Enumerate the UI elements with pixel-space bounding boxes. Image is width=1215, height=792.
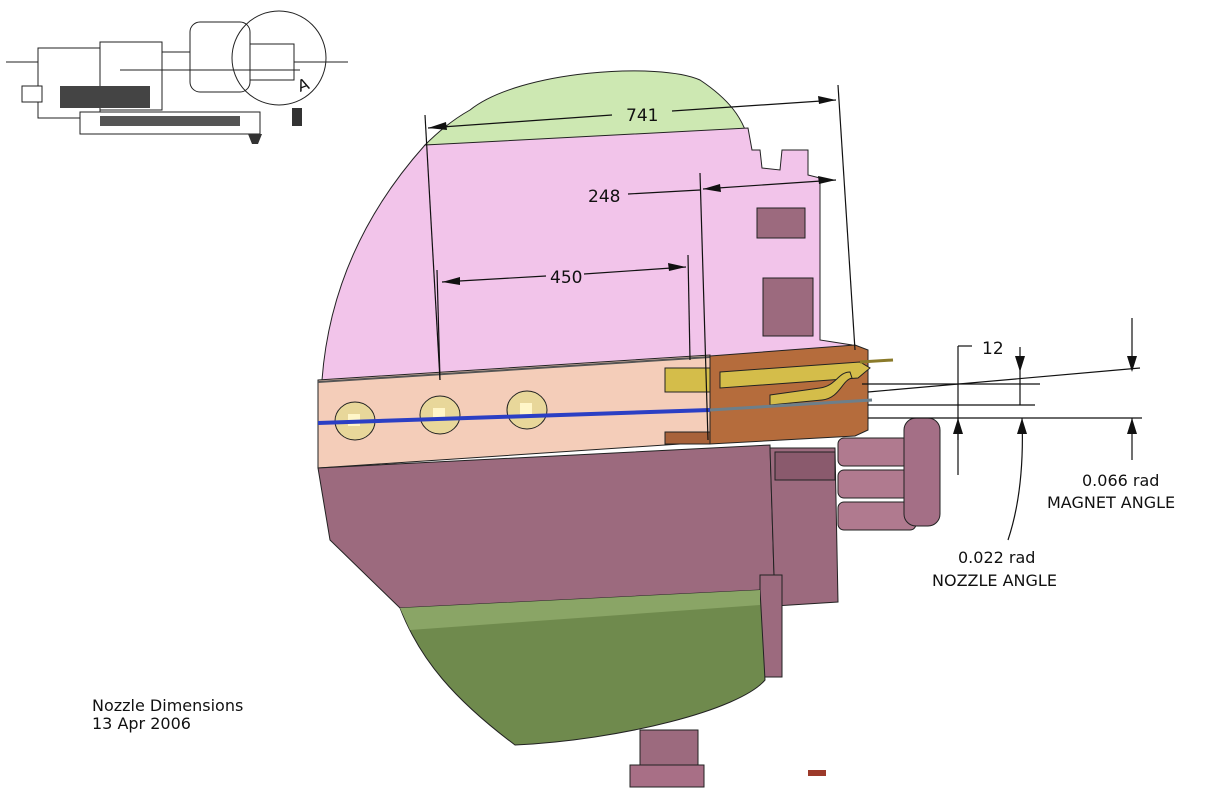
nozzle-angle-value: 0.022 rad	[958, 548, 1035, 567]
lower-block	[317, 444, 776, 609]
inset-section-marker: A	[295, 74, 312, 96]
cutout-upper	[756, 207, 806, 239]
magnet-angle-label: MAGNET ANGLE	[1047, 493, 1175, 512]
dimensions: 741 248 450 12 0.066 r	[424, 84, 1175, 590]
brass-tube	[719, 361, 871, 389]
dim-248: 248	[588, 187, 620, 207]
nozzle-angle-label: NOZZLE ANGLE	[932, 571, 1057, 590]
side-flange	[774, 417, 941, 531]
dim-741: 741	[626, 106, 658, 126]
magnet-angle-value: 0.066 rad	[1082, 471, 1159, 490]
caption-title: Nozzle Dimensions	[92, 696, 243, 715]
caption-date: 13 Apr 2006	[92, 714, 191, 733]
mercury-jet	[317, 408, 711, 425]
shield-pink	[321, 127, 856, 381]
cutout-lower	[762, 277, 814, 337]
assembly	[317, 70, 941, 788]
shield-top-green	[423, 70, 749, 146]
dim-450: 450	[550, 268, 582, 288]
overview-inset: A	[6, 10, 348, 144]
olive-bottom	[399, 589, 766, 746]
dim-12: 12	[982, 339, 1004, 359]
